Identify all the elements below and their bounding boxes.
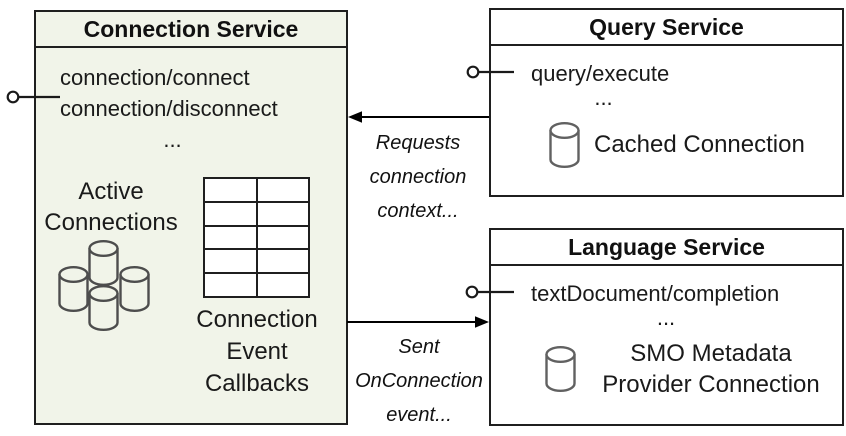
connection-event-callbacks-label: Connection Event Callbacks — [178, 304, 336, 400]
active-connections-label: Active Connections — [36, 176, 186, 238]
table-cell — [257, 274, 308, 296]
sent-label-line: event... — [386, 404, 452, 426]
method-connection-disconnect: connection/disconnect — [60, 96, 278, 121]
active-connections-label-line: Connections — [44, 209, 178, 236]
requests-connection-context-label: Requests connection context... — [353, 126, 483, 228]
method-query-execute: query/execute — [531, 61, 670, 86]
sent-onconnection-event-label: Sent OnConnection event... — [350, 330, 488, 432]
provider-label-line: SMO Metadata — [630, 340, 792, 367]
method-connection-connect: connection/connect — [60, 65, 250, 90]
language-service-box: Language Service textDocument/completion… — [489, 228, 844, 426]
language-methods-ellipsis: ... — [656, 305, 676, 330]
sent-label-line: OnConnection — [355, 370, 483, 392]
table-cell — [257, 202, 308, 225]
connection-service-title: Connection Service — [36, 12, 346, 48]
active-connections-label-line: Active — [78, 178, 144, 205]
query-service-box: Query Service query/execute ... Cached C… — [489, 8, 844, 197]
requests-label-line: context... — [377, 200, 459, 222]
query-service-title: Query Service — [491, 10, 842, 46]
table-cell — [257, 250, 308, 273]
provider-label-line: Provider Connection — [602, 371, 820, 398]
methods-ellipsis: ... — [163, 127, 182, 152]
language-service-title: Language Service — [491, 230, 842, 266]
connection-service-methods: connection/connect connection/disconnect… — [60, 62, 285, 155]
method-textdocument-completion: textDocument/completion — [531, 281, 780, 306]
sent-arrow — [347, 316, 489, 328]
smo-metadata-provider-label: SMO Metadata Provider Connection — [591, 338, 831, 400]
query-methods-ellipsis: ... — [594, 85, 613, 110]
sent-label-line: Sent — [398, 336, 440, 358]
table-cell — [257, 226, 308, 249]
table-cell — [205, 250, 256, 273]
connection-service-box: Connection Service connection/connect co… — [34, 10, 348, 425]
callbacks-label-line: Connection — [196, 306, 318, 333]
table-cell — [205, 274, 256, 296]
requests-label-line: connection — [369, 166, 467, 188]
table-grid-icon — [203, 177, 310, 298]
table-cell — [205, 202, 256, 225]
cached-connection-label: Cached Connection — [594, 131, 805, 158]
table-cell — [205, 226, 256, 249]
requests-arrow — [348, 111, 489, 123]
callbacks-label-line: Callbacks — [204, 370, 310, 397]
callbacks-label-line: Event — [226, 338, 288, 365]
requests-label-line: Requests — [375, 132, 461, 154]
table-cell — [205, 179, 256, 201]
table-cell — [257, 179, 308, 201]
